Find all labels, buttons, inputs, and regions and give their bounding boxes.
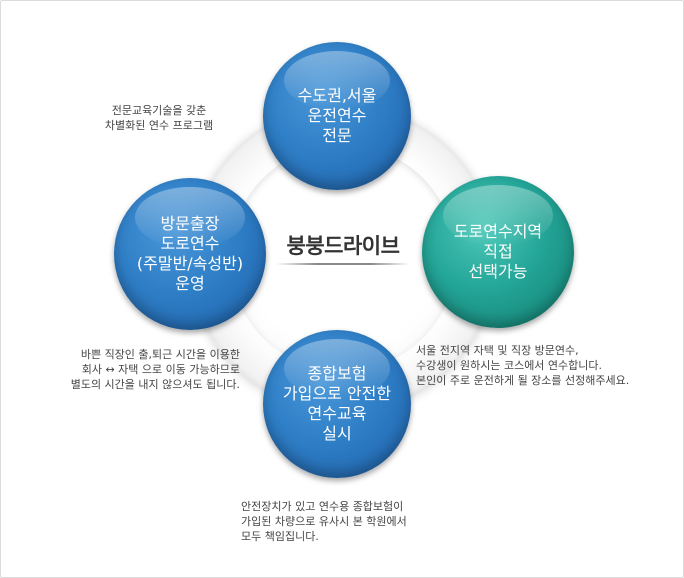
node-left-line-4: 운영 bbox=[175, 274, 205, 293]
node-right-line-3: 선택가능 bbox=[468, 262, 528, 281]
description-right-line-3: 본인이 주로 운전하게 될 장소를 선정해주세요. bbox=[416, 374, 630, 387]
node-left-line-3: (주말반/속성반) bbox=[136, 254, 244, 273]
center-title: 붕붕드라이브 bbox=[286, 234, 400, 258]
description-top-line-2: 차별화된 연수 프로그램 bbox=[104, 119, 214, 132]
node-top-circle: 수도권,서울 운전연수 전문 bbox=[263, 42, 411, 190]
node-bottom-line-4: 실시 bbox=[322, 424, 352, 443]
description-top-line-1: 전문교육기술을 갖춘 bbox=[111, 104, 207, 117]
description-bottom-line-3: 모두 책임집니다. bbox=[241, 530, 319, 543]
node-top-line-2: 운전연수 bbox=[307, 106, 367, 125]
description-left-line-1: 바쁜 직장인 출,퇴근 시간을 이용한 bbox=[80, 348, 240, 361]
description-bottom-line-2: 가입된 차량으로 유사시 본 학원에서 bbox=[241, 515, 407, 528]
node-right-circle: 도로연수지역 직접 선택가능 bbox=[422, 176, 574, 328]
node-top-line-3: 전문 bbox=[322, 126, 352, 145]
node-right-line-2: 직접 bbox=[483, 242, 513, 261]
description-bottom: 안전장치가 있고 연수용 종합보험이 가입된 차량으로 유사시 본 학원에서 모… bbox=[241, 499, 471, 544]
description-left: 바쁜 직장인 출,퇴근 시간을 이용한 회사 ↔ 자택 으로 이동 가능하므로 … bbox=[30, 347, 240, 392]
center-underline bbox=[276, 263, 410, 265]
description-bottom-line-1: 안전장치가 있고 연수용 종합보험이 bbox=[241, 500, 404, 513]
description-top: 전문교육기술을 갖춘 차별화된 연수 프로그램 bbox=[90, 103, 228, 133]
node-left-line-1: 방문출장 bbox=[160, 214, 220, 233]
description-left-line-2: 회사 ↔ 자택 으로 이동 가능하므로 bbox=[81, 363, 240, 376]
node-right-line-1: 도로연수지역 bbox=[453, 222, 543, 241]
node-bottom-line-1: 종합보험 bbox=[307, 364, 367, 383]
node-bottom-line-2: 가입으로 안전한 bbox=[282, 384, 392, 403]
node-bottom-circle: 종합보험 가입으로 안전한 연수교육 실시 bbox=[263, 330, 411, 478]
description-right-line-1: 서울 전지역 자택 및 직장 방문연수, bbox=[416, 344, 579, 357]
description-left-line-3: 별도의 시간을 내지 않으셔도 됩니다. bbox=[70, 378, 240, 391]
description-right-line-2: 수강생이 원하시는 코스에서 연수합니다. bbox=[416, 359, 603, 372]
node-bottom-line-3: 연수교육 bbox=[307, 404, 367, 423]
node-top-line-1: 수도권,서울 bbox=[297, 86, 377, 105]
node-left-circle: 방문출장 도로연수 (주말반/속성반) 운영 bbox=[114, 178, 266, 330]
description-right: 서울 전지역 자택 및 직장 방문연수, 수강생이 원하시는 코스에서 연수합니… bbox=[416, 343, 676, 388]
node-left-line-2: 도로연수 bbox=[160, 234, 220, 253]
